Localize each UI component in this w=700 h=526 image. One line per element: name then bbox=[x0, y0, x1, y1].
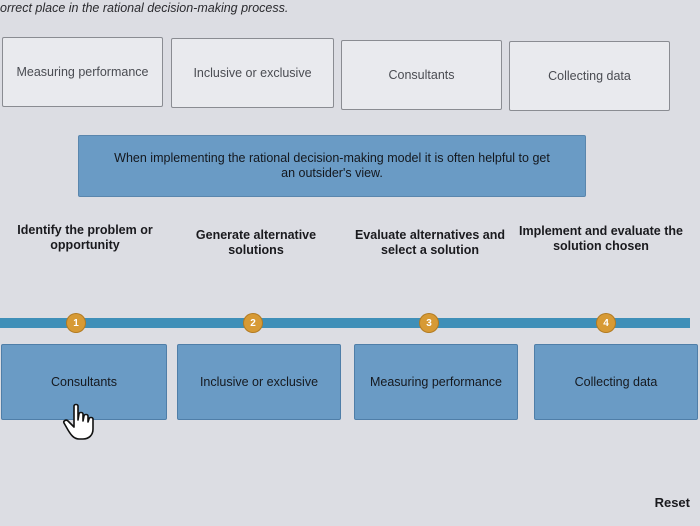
bank-chip-inclusive-or-exclusive[interactable]: Inclusive or exclusive bbox=[171, 38, 334, 108]
bank-chip-measuring-performance[interactable]: Measuring performance bbox=[2, 37, 163, 107]
step-marker-1: 1 bbox=[67, 314, 85, 332]
hand-pointer-icon bbox=[63, 403, 94, 440]
step-marker-4: 4 bbox=[597, 314, 615, 332]
drop-slot-1[interactable]: Consultants bbox=[1, 344, 167, 420]
drop-slot-4[interactable]: Collecting data bbox=[534, 344, 698, 420]
reset-button[interactable]: Reset bbox=[654, 495, 690, 510]
drop-slot-2[interactable]: Inclusive or exclusive bbox=[177, 344, 341, 420]
drop-slot-3[interactable]: Measuring performance bbox=[354, 344, 518, 420]
step-title-3: Evaluate alternatives and select a solut… bbox=[354, 228, 506, 257]
step-marker-2: 2 bbox=[244, 314, 262, 332]
step-title-2: Generate alternative solutions bbox=[195, 228, 317, 257]
step-marker-3: 3 bbox=[420, 314, 438, 332]
bank-chip-collecting-data[interactable]: Collecting data bbox=[509, 41, 670, 111]
step-title-4: Implement and evaluate the solution chos… bbox=[519, 224, 683, 253]
hint-box: When implementing the rational decision-… bbox=[78, 135, 586, 197]
timeline-track bbox=[0, 318, 690, 328]
step-title-1: Identify the problem or opportunity bbox=[17, 223, 153, 252]
bank-chip-consultants[interactable]: Consultants bbox=[341, 40, 502, 110]
instruction-text: orrect place in the rational decision-ma… bbox=[0, 1, 289, 15]
